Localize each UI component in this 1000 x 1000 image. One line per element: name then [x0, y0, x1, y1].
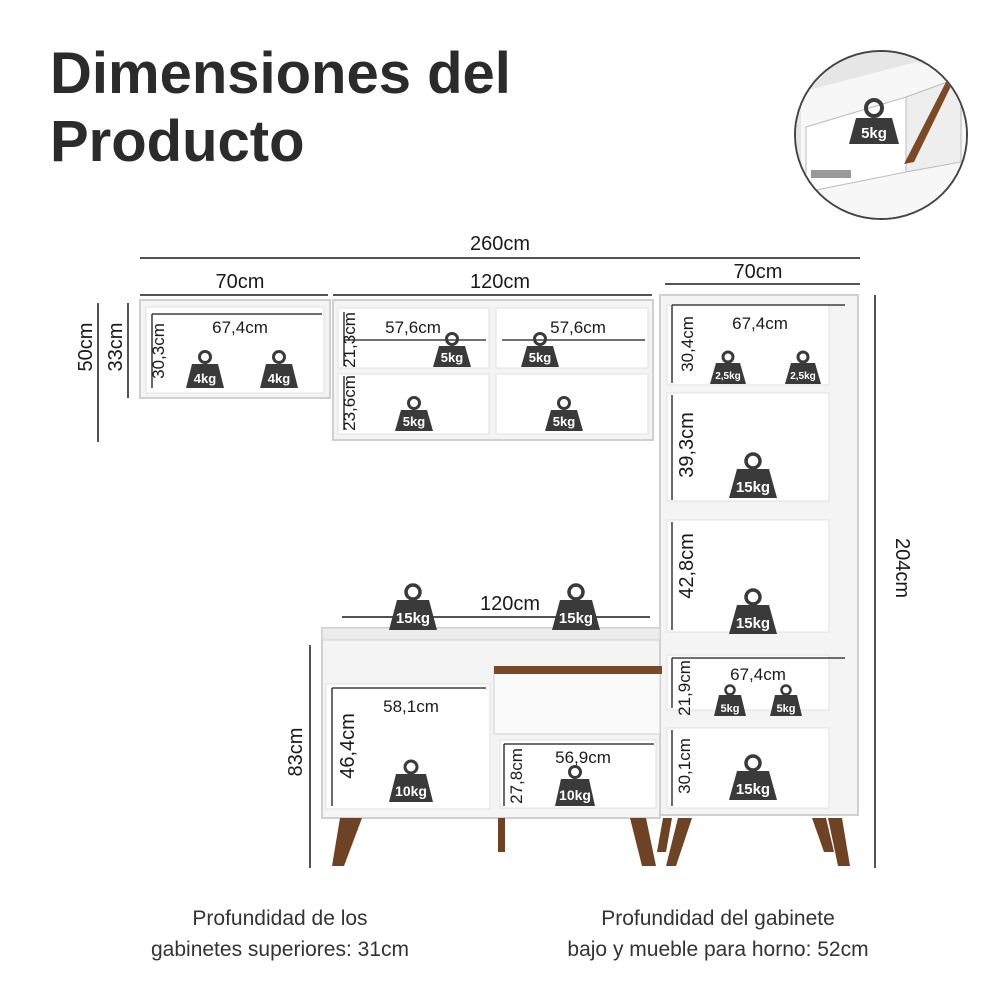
- tall-shelf2-height: 39,3cm: [676, 412, 698, 478]
- weight-label: 15kg: [396, 610, 430, 627]
- weight-label: 15kg: [736, 615, 770, 632]
- weight-icon: 15kg: [552, 583, 600, 630]
- upper-left-cabinet: [139, 299, 331, 399]
- dimension-lines: [97, 257, 876, 868]
- upper-middle-inner-width-left: 57,6cm: [385, 318, 441, 337]
- lower-height-label: 83cm: [285, 728, 307, 777]
- overall-height-label: 204cm: [891, 538, 913, 598]
- weight-label: 4kg: [194, 371, 216, 386]
- upper-middle-width-label: 120cm: [470, 271, 530, 293]
- drawer-detail-inset: 5kg: [794, 50, 968, 220]
- weight-icon: 5kg: [433, 332, 471, 367]
- weight-label: 10kg: [559, 787, 591, 803]
- tall-shelf4-height: 21,9cm: [675, 660, 694, 716]
- footnote-upper-line-1: Profundidad de los: [192, 907, 368, 930]
- weight-label: 5kg: [777, 703, 796, 715]
- lower-width-label: 120cm: [480, 593, 540, 615]
- drawer-detail-drawing: 5kg: [796, 52, 966, 218]
- lower-left-width: 58,1cm: [383, 697, 439, 716]
- weight-label: 5kg: [403, 414, 425, 429]
- wooden-legs: [332, 818, 850, 866]
- weight-icon: 2,5kg: [710, 350, 746, 384]
- weight-icon: 2,5kg: [785, 350, 821, 384]
- inset-weight-icon: 5kg: [849, 98, 899, 144]
- upper-left-width-label: 70cm: [216, 271, 265, 293]
- upper-middle-inner-width-right: 57,6cm: [550, 318, 606, 337]
- weight-icon: 5kg: [770, 684, 802, 716]
- tall-width-label: 70cm: [734, 261, 783, 283]
- weight-icon: 5kg: [545, 396, 583, 431]
- footnote-upper-line-2: gabinetes superiores: 31cm: [151, 938, 409, 961]
- weight-label: 15kg: [736, 479, 770, 496]
- weight-label: 5kg: [721, 703, 740, 715]
- lower-cabinet: [321, 627, 662, 819]
- tall-shelf5-height: 30,1cm: [675, 738, 694, 794]
- weight-label: 4kg: [268, 371, 290, 386]
- weight-label: 15kg: [736, 781, 770, 798]
- tall-top-height: 30,4cm: [678, 316, 697, 372]
- tall-shelf3-height: 42,8cm: [676, 533, 698, 599]
- weight-icon: 4kg: [260, 350, 298, 388]
- inset-weight-label: 5kg: [861, 125, 887, 142]
- tall-top-width: 67,4cm: [732, 314, 788, 333]
- weight-icon: 15kg: [729, 754, 777, 800]
- lower-left-height: 46,4cm: [337, 713, 359, 779]
- weight-icon: 5kg: [395, 396, 433, 431]
- footnote-lower-line-2: bajo y mueble para horno: 52cm: [567, 938, 869, 961]
- weight-label: 10kg: [395, 783, 427, 799]
- weight-icon: 5kg: [714, 684, 746, 716]
- weight-icon: 10kg: [389, 759, 433, 802]
- weight-icon: 10kg: [555, 765, 595, 806]
- weight-label: 5kg: [441, 350, 463, 365]
- weight-label: 5kg: [529, 350, 551, 365]
- footnote-upper-depth: Profundidad de los gabinetes superiores:…: [110, 903, 450, 965]
- weight-icon: 15kg: [729, 452, 777, 498]
- title-line-1: Dimensiones del: [50, 41, 511, 106]
- overall-width-label: 260cm: [470, 233, 530, 255]
- weight-icon: 4kg: [186, 350, 224, 388]
- upper-left-inner-width: 67,4cm: [212, 318, 268, 337]
- lower-right-width: 56,9cm: [555, 748, 611, 767]
- title-line-2: Producto: [50, 109, 305, 174]
- weight-icon: 15kg: [389, 583, 437, 630]
- footnote-lower-depth: Profundidad del gabinete bajo y mueble p…: [535, 903, 901, 965]
- footnote-lower-line-1: Profundidad del gabinete: [601, 907, 835, 930]
- upper-left-height-label: 33cm: [105, 323, 127, 372]
- weight-icon: 15kg: [729, 588, 777, 634]
- upper-outer-height-label: 50cm: [75, 323, 97, 372]
- weight-icon: 5kg: [521, 332, 559, 367]
- upper-middle-cabinet: [332, 299, 654, 441]
- page-title: Dimensiones del Producto: [50, 40, 511, 176]
- upper-middle-bottom-height: 23,6cm: [340, 375, 359, 431]
- weight-icons: 4kg 4kg 5kg 5kg 5kg 5kg: [186, 332, 821, 806]
- upper-middle-top-height: 21,3cm: [340, 312, 359, 368]
- tall-shelf4-width: 67,4cm: [730, 665, 786, 684]
- dimension-labels: 260cm 70cm 120cm 70cm 50cm 33cm 204cm 83…: [75, 233, 913, 804]
- weight-label: 2,5kg: [715, 371, 741, 382]
- lower-right-height: 27,8cm: [507, 748, 526, 804]
- weight-label: 2,5kg: [790, 371, 816, 382]
- weight-label: 5kg: [553, 414, 575, 429]
- upper-left-inner-height: 30,3cm: [149, 323, 168, 379]
- weight-label: 15kg: [559, 610, 593, 627]
